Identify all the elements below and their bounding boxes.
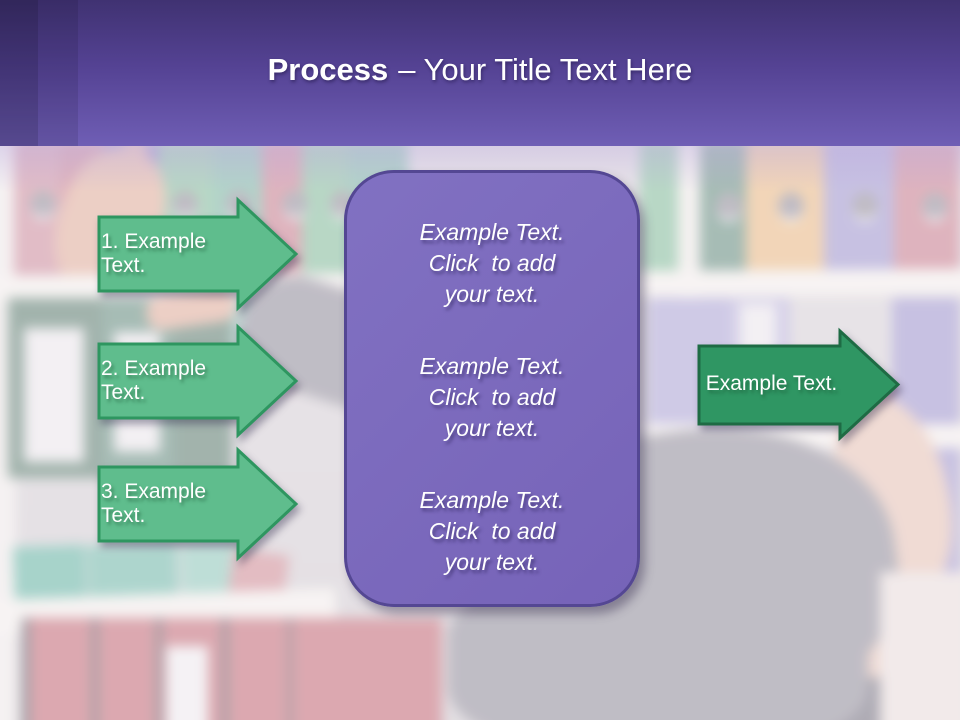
step-label: 1. Example Text. — [101, 230, 212, 277]
step-label: 3. Example Text. — [101, 480, 212, 527]
shelf-divider — [678, 146, 700, 300]
right-arrow-shape-icon — [697, 327, 901, 442]
page-title-subtitle: – Your Title Text Here — [398, 52, 693, 87]
binder — [228, 618, 288, 720]
center-text-box[interactable]: Example Text. Click to add your text. Ex… — [344, 170, 640, 607]
process-step-arrow-1[interactable]: 1. Example Text. — [97, 196, 299, 312]
binder-ring — [716, 192, 742, 222]
binder-paper-label — [166, 646, 208, 720]
slide-header: Process – Your Title Text Here — [0, 0, 960, 146]
binder — [98, 618, 156, 720]
text-line: Click to add — [428, 250, 556, 276]
text-line: Example Text. — [419, 353, 565, 379]
binder-ring — [282, 190, 308, 220]
binder-ring — [852, 192, 878, 222]
text-paragraph: Example Text. Click to add your text. — [347, 217, 637, 310]
process-step-arrow-3[interactable]: 3. Example Text. — [97, 446, 299, 562]
text-line: your text. — [444, 549, 540, 575]
binder — [30, 618, 92, 720]
right-arrow-shape-icon — [97, 446, 299, 562]
text-paragraph: Example Text. Click to add your text. — [347, 485, 637, 578]
text-line: Click to add — [428, 384, 556, 410]
wall-corner — [880, 572, 960, 720]
page-title: Process – Your Title Text Here — [0, 52, 960, 88]
right-arrow-shape-icon — [97, 196, 299, 312]
text-line: Example Text. — [419, 487, 565, 513]
text-line: Example Text. — [419, 219, 565, 245]
text-line: Click to add — [428, 518, 556, 544]
text-line: your text. — [444, 415, 540, 441]
binder — [640, 146, 680, 280]
header-accent-band-mid — [38, 0, 78, 146]
binder-ring — [30, 190, 56, 220]
page-title-keyword: Process — [267, 52, 389, 87]
result-arrow-label: Example Text. — [705, 372, 838, 395]
result-arrow[interactable]: Example Text. — [697, 327, 901, 442]
binder-label — [24, 328, 84, 462]
binder-ring — [922, 192, 948, 222]
step-label: 2. Example Text. — [101, 357, 212, 404]
binder-ring — [172, 190, 198, 220]
text-paragraph: Example Text. Click to add your text. — [347, 351, 637, 444]
header-accent-band-dark — [0, 0, 38, 146]
process-step-arrow-2[interactable]: 2. Example Text. — [97, 323, 299, 439]
binder-ring — [778, 192, 804, 222]
text-line: your text. — [444, 281, 540, 307]
binder — [292, 618, 442, 720]
right-arrow-shape-icon — [97, 323, 299, 439]
